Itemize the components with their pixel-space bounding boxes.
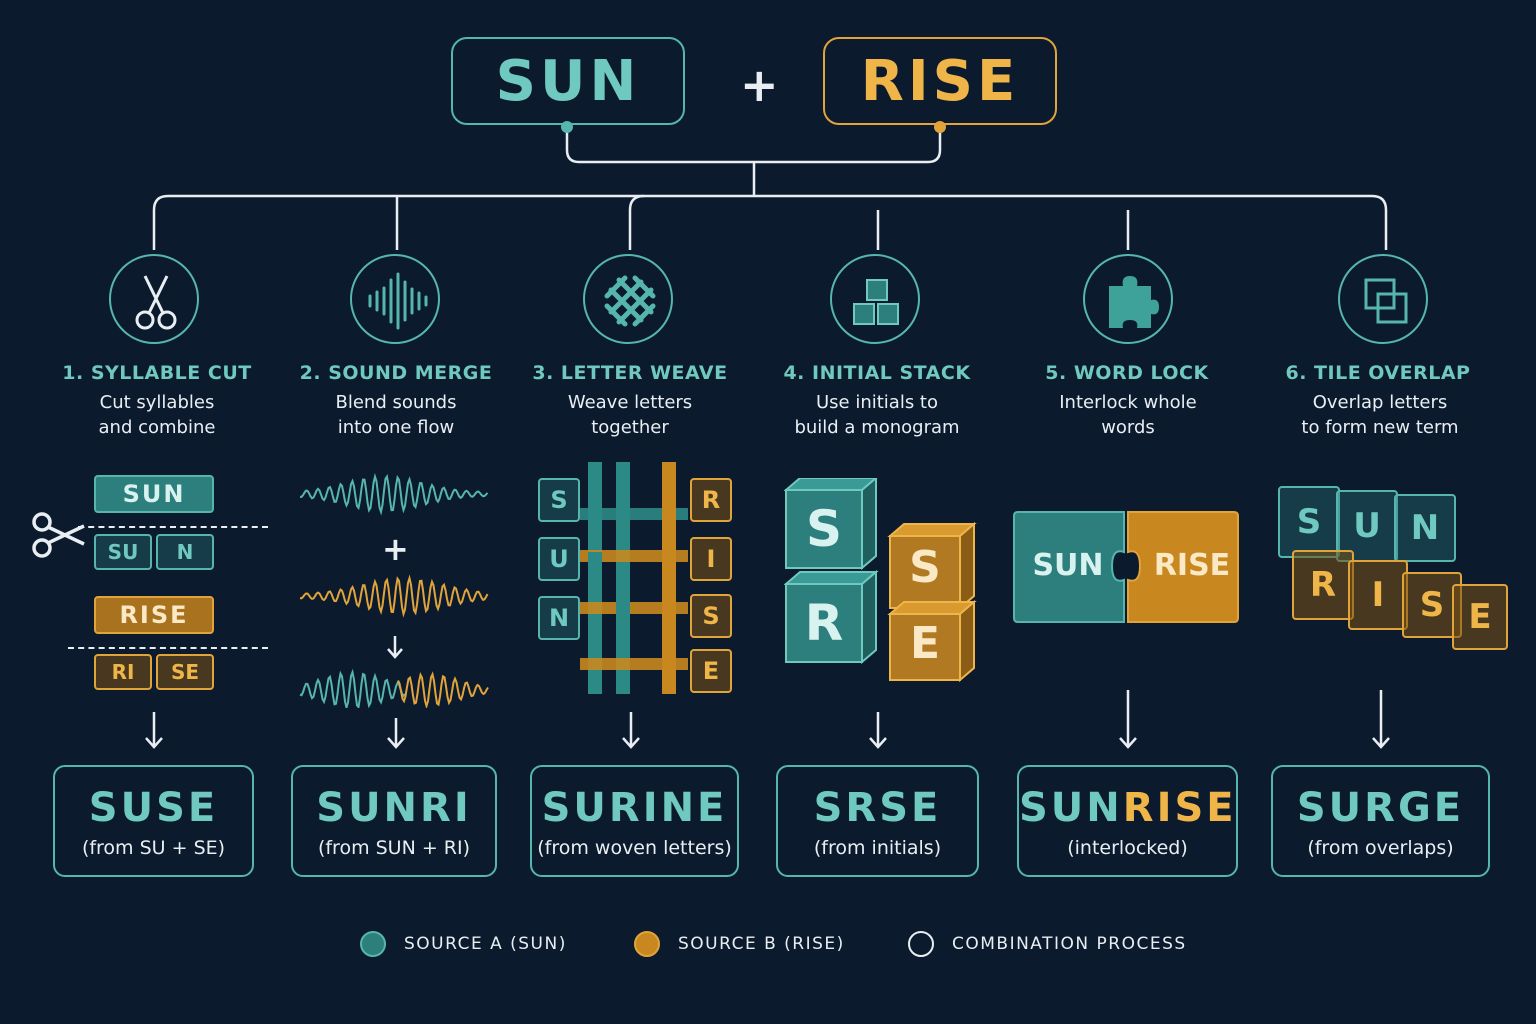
method-5-title: 5. WORD LOCK [1045,362,1209,384]
weave-left-letter-1: S [538,478,580,522]
weave-right-letter-3: S [690,594,732,638]
method-5-desc: Interlock whole words [1008,390,1248,440]
method-3-desc-line1: Weave letters [567,392,693,413]
overlap-gold-i: I [1348,560,1408,630]
syllable-bottom-part-2: SE [156,654,214,690]
method-6-desc: Overlap letters to form new term [1260,390,1500,440]
source-a-label: SUN [495,48,641,114]
legend-dot-source-b [634,931,660,957]
method-5-desc-line1: Interlock whole [1059,392,1197,413]
cut-line-bottom [68,647,268,649]
sound-plus: + [382,530,409,568]
word-lock-left: SUN [1032,548,1104,583]
cut-line-top [78,526,268,528]
method-4-desc-line2: build a monogram [794,417,960,438]
overlap-squares-icon [1338,254,1428,344]
stacked-cubes-icon [830,254,920,344]
result-note-3: (from woven letters) [537,837,732,859]
syllable-bottom-word: RISE [94,596,214,634]
method-1-desc-line1: Cut syllables [99,392,215,413]
method-4-desc: Use initials to build a monogram [757,390,997,440]
source-a-box: SUN [451,37,685,125]
plus-sign: + [740,58,779,112]
source-b-box: RISE [823,37,1057,125]
sound-merge-waves [299,472,489,708]
method-2-desc-line1: Blend sounds [335,392,457,413]
method-1-desc-line2: and combine [98,417,216,438]
word-lock-puzzle [1013,511,1239,623]
letter-weave-strands [580,462,688,694]
method-4-desc-line1: Use initials to [815,392,939,413]
method-5-desc-line2: words [1101,417,1155,438]
weave-left-letter-3: N [538,596,580,640]
weave-icon [583,254,673,344]
method-2-desc: Blend sounds into one flow [276,390,516,440]
result-word-4: SRSE [813,785,942,831]
syllable-top-word: SUN [94,475,214,513]
result-word-5-part-b: RISE [1122,785,1237,831]
syllable-top-part-1: SU [94,534,152,570]
result-note-1: (from SU + SE) [81,837,226,859]
overlap-teal-n: N [1394,494,1456,562]
legend-combination-process: COMBINATION PROCESS [908,931,1187,957]
result-word-5: SUNRISE [1019,785,1236,831]
result-note-5: (interlocked) [1067,837,1188,859]
weave-right-letter-1: R [690,478,732,522]
method-6-title: 6. TILE OVERLAP [1285,362,1471,384]
result-box-5: SUNRISE (interlocked) [1017,765,1238,877]
result-word-5-part-a: SUN [1019,785,1123,831]
method-6-desc-line2: to form new term [1301,417,1459,438]
overlap-gold-r: R [1292,550,1354,620]
legend-label-process: COMBINATION PROCESS [952,934,1187,954]
syllable-top-part-2: N [156,534,214,570]
weave-right-letter-4: E [690,649,732,693]
method-3-desc-line2: together [591,417,669,438]
result-word-6: SURGE [1296,785,1465,831]
syllable-bottom-part-1: RI [94,654,152,690]
result-word-1: SUSE [88,785,219,831]
result-box-3: SURINE (from woven letters) [530,765,739,877]
result-note-2: (from SUN + RI) [317,837,471,859]
method-3-title: 3. LETTER WEAVE [532,362,728,384]
result-note-6: (from overlaps) [1307,837,1454,859]
result-word-3: SURINE [541,785,728,831]
overlap-teal-s: S [1278,486,1340,558]
puzzle-piece-icon [1083,254,1173,344]
legend-source-a: SOURCE A (SUN) [360,931,567,957]
legend-dot-source-a [360,931,386,957]
result-box-1: SUSE (from SU + SE) [53,765,254,877]
result-box-4: SRSE (from initials) [776,765,979,877]
down-arrows [145,690,1390,749]
method-2-desc-line2: into one flow [337,417,455,438]
method-3-desc: Weave letters together [510,390,750,440]
weave-right-letter-2: I [690,537,732,581]
method-4-title: 4. INITIAL STACK [783,362,971,384]
stack-letter-e-gold: E [909,618,941,669]
source-b-label: RISE [860,48,1020,114]
result-box-6: SURGE (from overlaps) [1271,765,1490,877]
overlap-gold-e: E [1452,584,1508,650]
weave-left-letter-2: U [538,537,580,581]
sound-wave-icon [350,254,440,344]
method-6-desc-line1: Overlap letters [1312,392,1448,413]
legend-label-source-a: SOURCE A (SUN) [404,934,567,954]
word-lock-right: RISE [1153,548,1231,583]
stack-letter-r-teal: R [804,594,844,652]
legend-label-source-b: SOURCE B (RISE) [678,934,845,954]
initial-stack-cubes [784,478,977,683]
scissors-icon [109,254,199,344]
result-note-4: (from initials) [813,837,942,859]
legend-source-b: SOURCE B (RISE) [634,931,845,957]
result-box-2: SUNRI (from SUN + RI) [291,765,497,877]
stack-letter-s-teal: S [805,500,842,558]
method-2-title: 2. SOUND MERGE [299,362,493,384]
stack-letter-s-gold: S [909,542,941,593]
method-1-desc: Cut syllables and combine [37,390,277,440]
cut-scissors-icon [32,512,85,558]
method-1-title: 1. SYLLABLE CUT [62,362,252,384]
legend-dot-process [908,931,934,957]
result-word-2: SUNRI [316,785,472,831]
